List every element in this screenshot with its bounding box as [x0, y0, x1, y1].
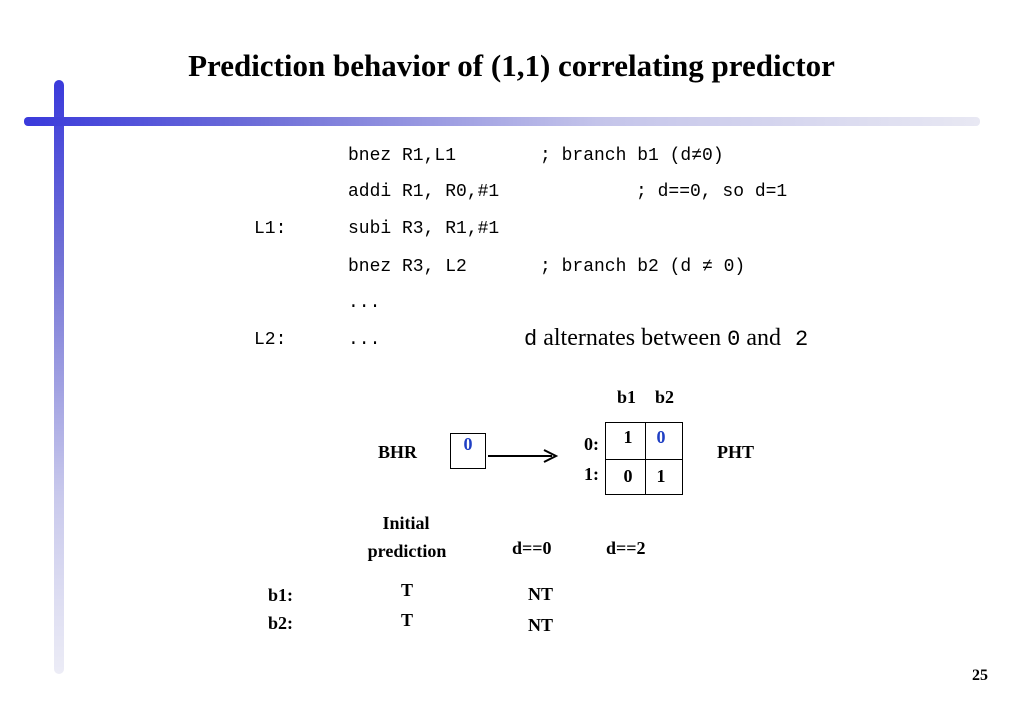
pht-cell-updated: 0: [656, 427, 666, 447]
pht-cell: 0: [623, 466, 633, 486]
row-label: b2:: [268, 613, 294, 633]
accent-horizontal-bar: [24, 117, 980, 126]
bhr-label: BHR: [378, 442, 418, 462]
page-number: 25: [972, 667, 988, 684]
initial-prediction: T: [400, 580, 413, 600]
bhr-register: [450, 433, 486, 469]
note-and: and: [746, 325, 781, 351]
initial-prediction: T: [400, 610, 413, 630]
row-label: b1:: [268, 585, 294, 605]
code-instr: bnez R3, L2: [348, 257, 467, 277]
code-comment: ; d==0, so d=1: [636, 182, 788, 202]
header-d0: d==0: [512, 538, 552, 558]
pht-label: PHT: [717, 442, 755, 462]
code-label: L1:: [254, 219, 287, 239]
note-variable: d: [524, 327, 538, 352]
pht-table: [605, 422, 683, 495]
bhr-to-pht-arrow: [488, 449, 559, 463]
code-comment: ; branch b1 (d≠0): [540, 146, 724, 166]
pht-divider-horizontal: [605, 459, 683, 460]
slide-title: Prediction behavior of (1,1) correlating…: [188, 48, 835, 83]
pht-row-label: 0:: [584, 434, 599, 454]
note-value-a: 0: [727, 327, 741, 352]
code-comment: ; branch b2 (d ≠ 0): [540, 257, 746, 277]
code-instr: bnez R1,L1: [348, 146, 457, 166]
header-initial-line1: Initial: [382, 513, 430, 533]
code-instr: addi R1, R0,#1: [348, 182, 500, 202]
pht-divider-vertical: [645, 422, 646, 495]
pht-column-b2: b2: [655, 387, 675, 407]
header-d2: d==2: [606, 538, 646, 558]
code-instr: ...: [348, 293, 381, 313]
note-value-b: 2: [794, 327, 809, 352]
code-instr: subi R3, R1,#1: [348, 219, 500, 239]
accent-vertical-bar: [54, 80, 64, 674]
bhr-value: 0: [463, 434, 473, 454]
pht-cell: 1: [623, 427, 633, 447]
pht-column-b1: b1: [617, 387, 637, 407]
code-instr: ...: [348, 330, 381, 350]
alternation-note: d alternates between 0 and 2: [524, 323, 808, 355]
header-initial-line2: prediction: [367, 541, 447, 561]
prediction-d0: NT: [528, 584, 554, 604]
pht-row-label: 1:: [584, 464, 599, 484]
code-label: L2:: [254, 330, 287, 350]
note-text: alternates between: [543, 325, 722, 351]
pht-cell: 1: [656, 466, 666, 486]
prediction-d0: NT: [528, 615, 554, 635]
